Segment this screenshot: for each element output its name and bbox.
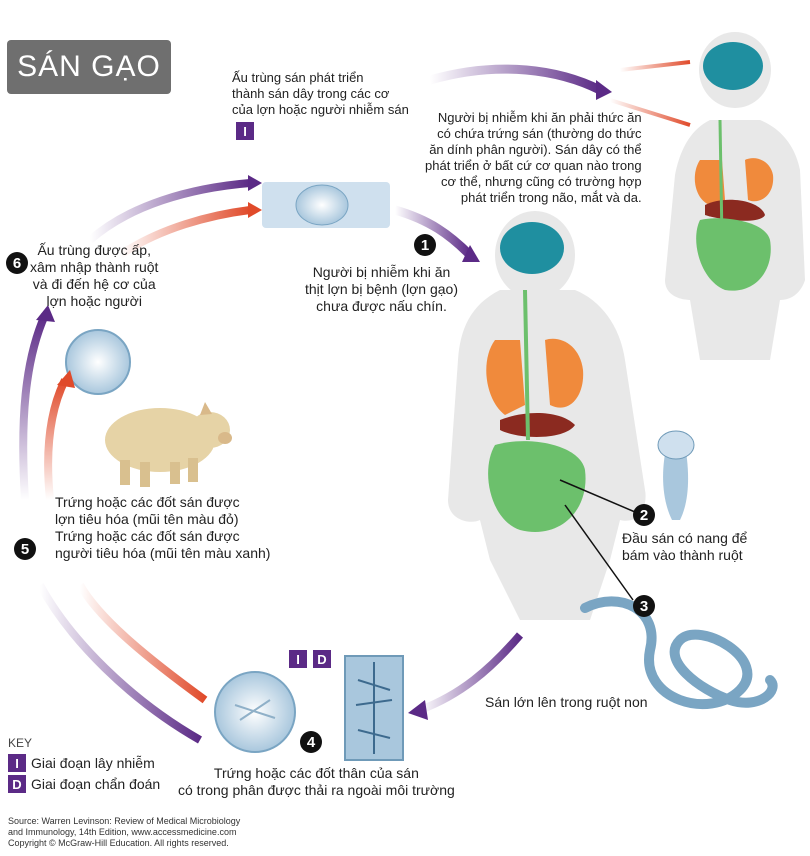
scolex-illustration	[657, 430, 695, 520]
step-5-number: 5	[14, 538, 36, 560]
step-2-text: Đầu sán có nang để bám vào thành ruột	[622, 530, 748, 563]
human-figure-top	[665, 32, 805, 360]
legend-item-diagnostic: D Giai đoạn chẩn đoán	[8, 775, 160, 793]
step-4-number: 4	[300, 731, 322, 753]
top-note: Ấu trùng sán phát triển thành sán dây tr…	[232, 70, 409, 117]
arrow-left-red	[44, 378, 69, 501]
legend-text-diagnostic: Giai đoạn chẩn đoán	[31, 776, 161, 792]
legend-key: KEY I Giai đoạn lây nhiễm D Giai đoạn ch…	[8, 736, 160, 793]
step-5-text: Trứng hoặc các đốt sán được lợn tiêu hóa…	[55, 494, 271, 561]
arrow-red-brain-1	[619, 60, 691, 72]
badge-infective-top: I	[236, 122, 254, 140]
legend-text-infective: Giai đoạn lây nhiễm	[31, 755, 155, 771]
arrow-worm-to-proglottid	[418, 632, 524, 714]
adult-tapeworm-illustration	[580, 596, 778, 710]
legend-item-infective: I Giai đoạn lây nhiễm	[8, 754, 160, 772]
legend-key-label: KEY	[8, 736, 33, 750]
step-1-number: 1	[414, 234, 436, 256]
cysticercus-illustration	[65, 329, 131, 395]
muscle-cyst-illustration	[262, 182, 390, 228]
arrow-top-to-brain	[428, 64, 603, 95]
egg-illustration	[214, 671, 296, 753]
arrow-cyst-to-muscle-purple	[87, 179, 251, 244]
source-credit: Source: Warren Levinson: Review of Medic…	[8, 816, 241, 848]
page-title: SÁN GẠO	[7, 40, 171, 94]
legend-badge-diagnostic: D	[8, 775, 26, 793]
proglottid-illustration	[344, 655, 404, 761]
arrow-egg-to-pig-red	[76, 582, 208, 704]
arrow-egg-to-human-purple	[36, 583, 202, 744]
badge-diagnostic-step4: D	[313, 650, 331, 668]
pig-illustration	[105, 402, 232, 487]
arrow-cyst-to-muscle-red	[117, 206, 251, 259]
right-note: Người bị nhiễm khi ăn phải thức ăn có ch…	[425, 110, 642, 205]
arrow-muscle-to-human	[393, 205, 474, 259]
step-1-text: Người bị nhiễm khi ăn thịt lợn bị bệnh (…	[305, 264, 459, 314]
leader-line-2	[559, 479, 636, 513]
step-3-text: Sán lớn lên trong ruột non	[485, 694, 648, 710]
step-4-text: Trứng hoặc các đốt thân của sán có trong…	[178, 765, 455, 798]
arrow-left-purple	[19, 313, 49, 501]
arrow-red-brain-3	[609, 98, 691, 127]
legend-badge-infective: I	[8, 754, 26, 772]
step-2-number: 2	[633, 504, 655, 526]
leader-line-3	[564, 504, 634, 601]
step-3-number: 3	[633, 595, 655, 617]
step-6-text: Ấu trùng được ấp, xâm nhập thành ruột và…	[30, 242, 159, 309]
badge-infective-step4: I	[289, 650, 307, 668]
step-6-number: 6	[6, 252, 28, 274]
human-figure-middle	[448, 211, 646, 620]
